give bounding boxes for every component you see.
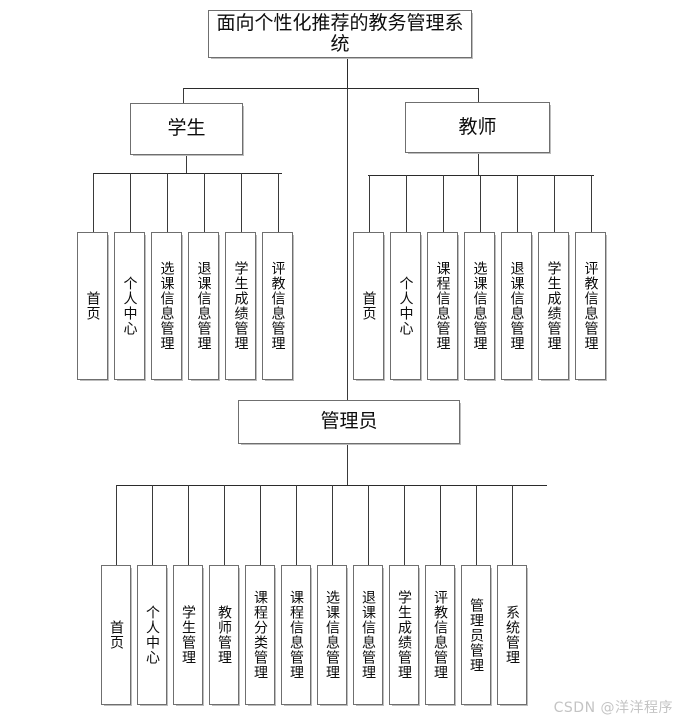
student-leaf-label: 选课信息管理	[158, 261, 175, 351]
admin-leaf-label: 学生成绩管理	[396, 590, 412, 680]
connector-admin-stem	[347, 444, 348, 485]
teacher-leaf-7[interactable]: 评教信息管理	[575, 232, 606, 380]
student-leaf-6[interactable]: 评教信息管理	[262, 232, 293, 380]
student-leaf-label: 评教信息管理	[269, 261, 286, 351]
connector-teacher-stem	[478, 153, 479, 175]
admin-drop-5	[260, 485, 261, 565]
admin-drop-11	[476, 485, 477, 565]
admin-leaf-5[interactable]: 课程分类管理	[245, 565, 275, 705]
admin-drop-7	[332, 485, 333, 565]
teacher-leaf-label: 选课信息管理	[471, 261, 488, 351]
student-drop-1	[93, 173, 94, 232]
admin-leaf-1[interactable]: 首页	[101, 565, 131, 705]
teacher-leaf-label: 学生成绩管理	[545, 261, 562, 351]
admin-leaf-11[interactable]: 管理员管理	[461, 565, 491, 705]
student-leaf-5[interactable]: 学生成绩管理	[225, 232, 256, 380]
connector-student-stem	[186, 155, 187, 173]
teacher-leaf-2[interactable]: 个人中心	[390, 232, 421, 380]
admin-leaf-label: 教师管理	[216, 605, 232, 665]
teacher-drop-2	[406, 175, 407, 232]
admin-drop-3	[188, 485, 189, 565]
admin-drop-4	[224, 485, 225, 565]
connector-root-bar	[183, 88, 479, 89]
admin-drop-8	[368, 485, 369, 565]
teacher-leaf-5[interactable]: 退课信息管理	[501, 232, 532, 380]
teacher-leaf-3[interactable]: 课程信息管理	[427, 232, 458, 380]
admin-leaf-label: 评教信息管理	[432, 590, 448, 680]
admin-leaf-label: 个人中心	[144, 605, 160, 665]
connector-root-to-admin	[347, 88, 348, 400]
teacher-drop-4	[480, 175, 481, 232]
admin-leaf-label: 选课信息管理	[324, 590, 340, 680]
student-drop-5	[241, 173, 242, 232]
student-leaf-label: 个人中心	[121, 276, 138, 336]
admin-leaf-label: 课程信息管理	[288, 590, 304, 680]
teacher-drop-3	[443, 175, 444, 232]
student-drop-3	[167, 173, 168, 232]
connector-student-bar	[93, 173, 282, 174]
teacher-leaf-label: 退课信息管理	[508, 261, 525, 351]
admin-leaf-label: 管理员管理	[468, 597, 484, 673]
admin-leaf-4[interactable]: 教师管理	[209, 565, 239, 705]
admin-leaf-label: 系统管理	[504, 605, 520, 665]
admin-leaf-label: 学生管理	[180, 605, 196, 665]
admin-drop-1	[116, 485, 117, 565]
admin-leaf-2[interactable]: 个人中心	[137, 565, 167, 705]
admin-drop-2	[152, 485, 153, 565]
role-node-teacher[interactable]: 教师	[405, 102, 550, 153]
admin-leaf-label: 课程分类管理	[252, 590, 268, 680]
student-leaf-label: 学生成绩管理	[232, 261, 249, 351]
teacher-leaf-label: 评教信息管理	[582, 261, 599, 351]
admin-leaf-label: 退课信息管理	[360, 590, 376, 680]
role-node-admin[interactable]: 管理员	[238, 400, 460, 444]
student-drop-6	[278, 173, 279, 232]
connector-root-stem	[347, 58, 348, 88]
connector-root-to-student	[183, 88, 184, 103]
student-leaf-2[interactable]: 个人中心	[114, 232, 145, 380]
role-node-student[interactable]: 学生	[130, 103, 243, 155]
admin-drop-9	[404, 485, 405, 565]
watermark: CSDN @洋洋程序	[553, 700, 673, 716]
student-drop-4	[204, 173, 205, 232]
teacher-leaf-6[interactable]: 学生成绩管理	[538, 232, 569, 380]
connector-admin-bar	[116, 485, 547, 486]
teacher-drop-5	[517, 175, 518, 232]
student-leaf-label: 退课信息管理	[195, 261, 212, 351]
admin-leaf-label: 首页	[108, 620, 124, 650]
connector-teacher-bar	[368, 175, 594, 176]
teacher-leaf-1[interactable]: 首页	[353, 232, 384, 380]
teacher-drop-1	[369, 175, 370, 232]
admin-leaf-3[interactable]: 学生管理	[173, 565, 203, 705]
admin-drop-6	[296, 485, 297, 565]
admin-leaf-6[interactable]: 课程信息管理	[281, 565, 311, 705]
student-leaf-1[interactable]: 首页	[77, 232, 108, 380]
root-node-system[interactable]: 面向个性化推荐的教务管理系统	[208, 10, 472, 58]
connector-root-to-teacher	[478, 88, 479, 102]
teacher-leaf-label: 首页	[360, 291, 377, 321]
student-drop-2	[130, 173, 131, 232]
admin-leaf-10[interactable]: 评教信息管理	[425, 565, 455, 705]
student-leaf-label: 首页	[84, 291, 101, 321]
teacher-leaf-label: 个人中心	[397, 276, 414, 336]
teacher-leaf-4[interactable]: 选课信息管理	[464, 232, 495, 380]
admin-drop-10	[440, 485, 441, 565]
teacher-drop-6	[554, 175, 555, 232]
teacher-leaf-label: 课程信息管理	[434, 261, 451, 351]
admin-leaf-7[interactable]: 选课信息管理	[317, 565, 347, 705]
student-leaf-4[interactable]: 退课信息管理	[188, 232, 219, 380]
admin-drop-12	[512, 485, 513, 565]
admin-leaf-12[interactable]: 系统管理	[497, 565, 527, 705]
teacher-drop-7	[591, 175, 592, 232]
student-leaf-3[interactable]: 选课信息管理	[151, 232, 182, 380]
admin-leaf-9[interactable]: 学生成绩管理	[389, 565, 419, 705]
admin-leaf-8[interactable]: 退课信息管理	[353, 565, 383, 705]
